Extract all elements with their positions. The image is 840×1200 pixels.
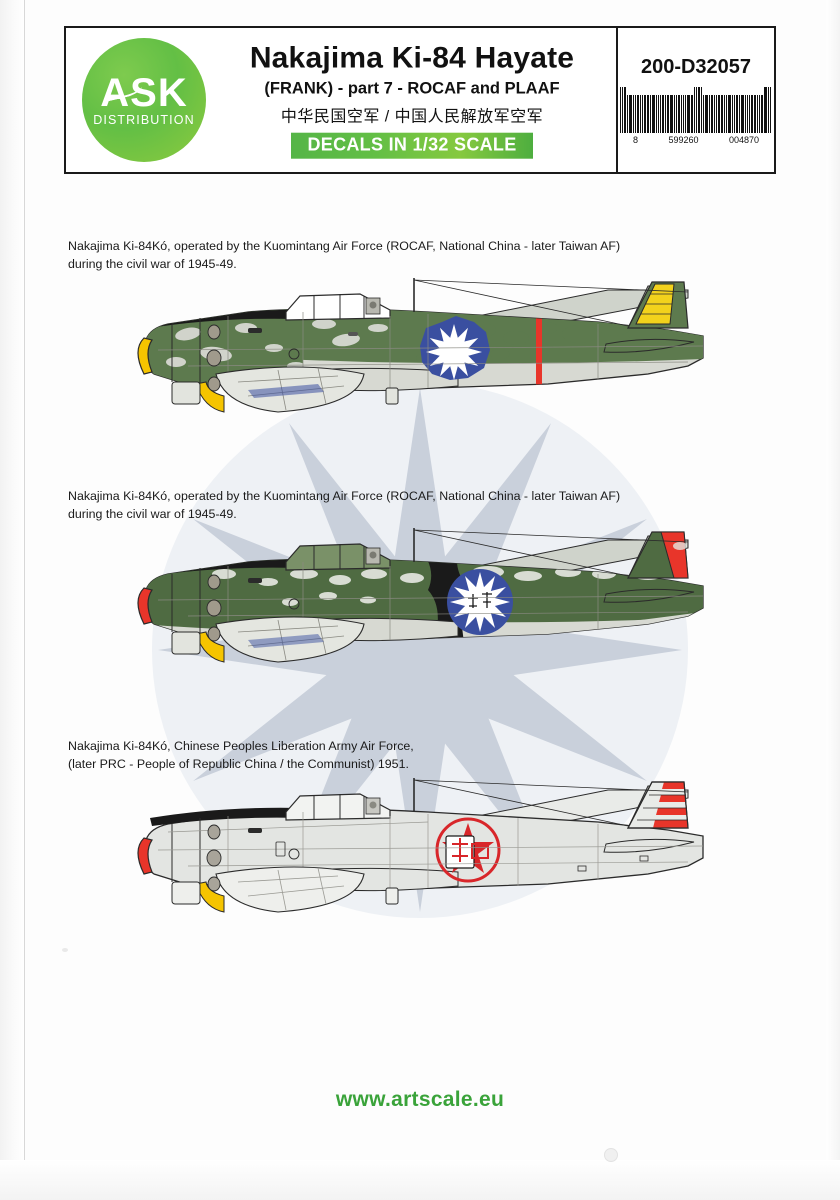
barcode-digits: 8 599260 004870 [633, 135, 759, 145]
page-subtitle: (FRANK) - part 7 - ROCAF and PLAAF [264, 79, 560, 98]
barcode-digit-right: 004870 [728, 134, 759, 145]
aircraft-profile-1 [128, 262, 720, 452]
barcode-bars [620, 86, 772, 133]
profile-caption-1: Nakajima Ki-84Kó, operated by the Kuomin… [68, 239, 621, 271]
drop-tank-3 [215, 866, 365, 913]
aircraft-profile-3 [128, 762, 720, 952]
barcode-panel: 200-D32057 8 599260 004870 [616, 28, 774, 172]
fuselage-band-1 [536, 309, 542, 390]
logo-tagline-text: DISTRIBUTION [93, 112, 195, 127]
title-block: Nakajima Ki-84 Hayate (FRANK) - part 7 -… [216, 42, 608, 159]
aircraft-profile-2 [128, 512, 720, 702]
spinner-3 [137, 837, 153, 875]
website-url: www.artscale.eu [335, 1088, 505, 1111]
profile-caption-3: Nakajima Ki-84Kó, Chinese Peoples Libera… [68, 739, 414, 771]
scan-edge-bottom [0, 1160, 840, 1200]
scale-banner: DECALS IN 1/32 SCALE [291, 132, 533, 159]
logo-circle: ASK DISTRIBUTION [82, 38, 206, 162]
rudder-3 [627, 781, 689, 829]
barcode-digit-left: 8 [633, 134, 639, 145]
header-main: ASK DISTRIBUTION Nakajima Ki-84 Hayate (… [66, 28, 616, 172]
scan-edge-left [0, 0, 25, 1200]
page-title: Nakajima Ki-84 Hayate [249, 41, 575, 75]
header-box: ASK DISTRIBUTION Nakajima Ki-84 Hayate (… [64, 26, 776, 174]
page-title-chinese: 中华民国空军 / 中国人民解放军空军 [280, 108, 544, 126]
scan-speck [62, 948, 68, 952]
scan-speck [604, 1148, 618, 1162]
barcode-digit-mid: 599260 [668, 134, 699, 145]
spinner-1 [137, 337, 153, 375]
ask-logo: ASK DISTRIBUTION [82, 38, 206, 162]
roundel-2 [447, 569, 513, 635]
spinner-2 [137, 587, 153, 625]
profile-caption-2: Nakajima Ki-84Kó, operated by the Kuomin… [68, 489, 621, 521]
product-code: 200-D32057 [640, 55, 752, 78]
logo-brand-text: ASK [100, 70, 188, 115]
footer: www.artscale.eu [0, 1088, 840, 1112]
scan-edge-right [826, 0, 840, 1200]
